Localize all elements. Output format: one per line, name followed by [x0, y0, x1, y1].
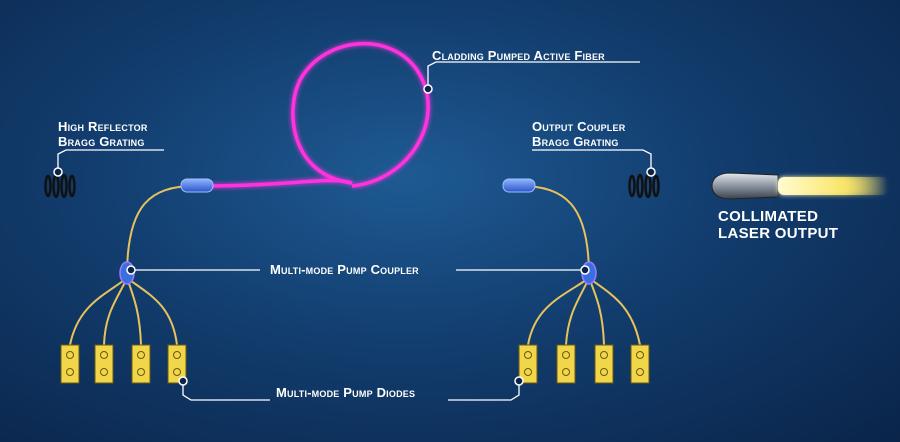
pump-diode	[94, 344, 114, 384]
label-high-reflector-line1: High Reflector	[58, 119, 148, 134]
label-pump-coupler: Multi-mode Pump Coupler	[270, 262, 419, 277]
pump-lead-left-4	[126, 277, 178, 346]
leader-lines	[57, 61, 652, 401]
label-output-coupler-line1: Output Coupler	[532, 119, 626, 134]
leader-pump-diodes	[182, 382, 270, 401]
pump-lead-left-3	[126, 277, 142, 346]
leader-pump-diodes-right	[448, 382, 520, 401]
pump-fiber-left	[126, 185, 196, 273]
inline-coupler-left	[180, 178, 214, 193]
laser-beam	[778, 177, 888, 195]
pump-lead-left-1	[69, 277, 128, 346]
pump-diode	[167, 344, 187, 384]
pump-diode	[60, 344, 80, 384]
leader-cladding-fiber	[427, 61, 640, 88]
pump-diode	[518, 344, 538, 384]
label-cladding-fiber: Cladding Pumped Active Fiber	[432, 48, 605, 63]
label-pump-diodes: Multi-mode Pump Diodes	[276, 385, 416, 400]
high-reflector-grating-icon	[44, 173, 76, 199]
leader-dots	[53, 84, 656, 386]
collimator	[711, 172, 779, 200]
pump-diode	[630, 344, 650, 384]
pump-diodes-left	[60, 344, 187, 384]
pump-diode	[594, 344, 614, 384]
pump-diodes-right	[518, 344, 650, 384]
label-output-line1: COLLIMATED	[718, 208, 819, 225]
pump-lead-right-2	[565, 277, 590, 346]
pump-lead-right-1	[527, 277, 590, 346]
pump-diode	[131, 344, 151, 384]
inline-coupler-right	[502, 178, 536, 193]
leader-output-coupler	[532, 149, 652, 170]
pump-diode	[556, 344, 576, 384]
label-output-line2: LASER OUTPUT	[718, 225, 839, 242]
label-high-reflector-line2: Bragg Grating	[58, 134, 145, 149]
pump-lead-left-2	[103, 277, 128, 346]
label-output-coupler-line2: Bragg Grating	[532, 134, 619, 149]
pump-lead-right-4	[588, 277, 641, 346]
pump-fiber-right	[519, 185, 590, 273]
active-fiber-loop	[204, 42, 430, 188]
leader-high-reflector	[57, 149, 164, 170]
